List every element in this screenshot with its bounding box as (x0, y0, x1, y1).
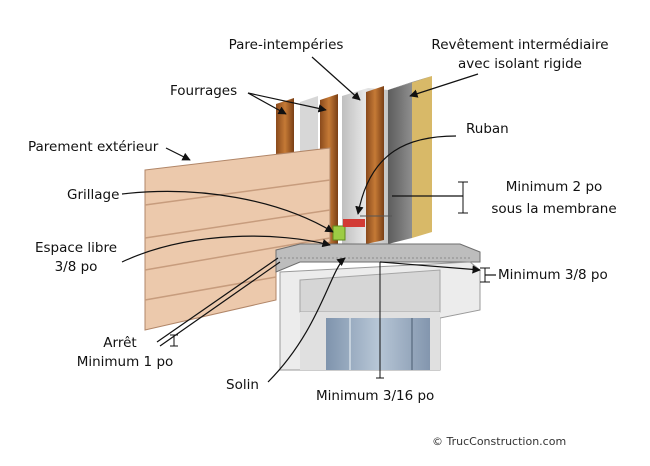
dimension-min-316po (376, 262, 384, 379)
leader-fourrages-a (247, 92, 287, 115)
label-min2-line1: Minimum 2 po (505, 179, 603, 195)
leader-revetement (409, 73, 479, 98)
label-parement-exterieur: Parement extérieur (28, 139, 159, 155)
label-revetement-line1: Revêtement intermédiaire (431, 37, 609, 53)
leader-pare-intemperies (311, 56, 361, 101)
leader-fourrages-b (247, 92, 327, 113)
leader-ruban (355, 135, 457, 215)
label-min-316: Minimum 3/16 po (316, 388, 435, 404)
label-solin: Solin (226, 377, 259, 393)
leader-espace-libre (121, 235, 331, 263)
dimension-min-2po (458, 181, 468, 214)
label-arret-line2: Minimum 1 po (76, 354, 174, 370)
sheathing-panel (388, 82, 412, 244)
window-glass (326, 318, 430, 370)
leader-grillage (121, 190, 334, 233)
leader-lines (121, 56, 496, 383)
label-pare-intemperies: Pare-intempéries (228, 37, 344, 53)
copyright-credit: © TrucConstruction.com (432, 435, 567, 448)
leader-parement (165, 147, 191, 161)
tape-strip (343, 219, 365, 227)
insulation-edge (412, 76, 432, 238)
leader-arret (156, 257, 279, 343)
label-grillage: Grillage (67, 187, 120, 203)
label-arret-line1: Arrêt (103, 335, 137, 351)
label-revetement-line2: avec isolant rigide (458, 56, 582, 72)
label-min-38: Minimum 3/8 po (498, 267, 608, 283)
leader-sash (379, 261, 481, 274)
label-min2-line2: sous la membrane (491, 201, 617, 217)
leader-solin (267, 257, 346, 383)
furring-strip-4 (366, 86, 384, 244)
leader-arret-2 (159, 261, 281, 347)
label-fourrages: Fourrages (170, 83, 238, 99)
mesh-block (332, 225, 346, 241)
label-espace-libre-line1: Espace libre (34, 240, 118, 256)
label-ruban: Ruban (466, 121, 509, 137)
sheathing-top (388, 76, 432, 90)
label-espace-libre-line2: 3/8 po (54, 259, 98, 275)
